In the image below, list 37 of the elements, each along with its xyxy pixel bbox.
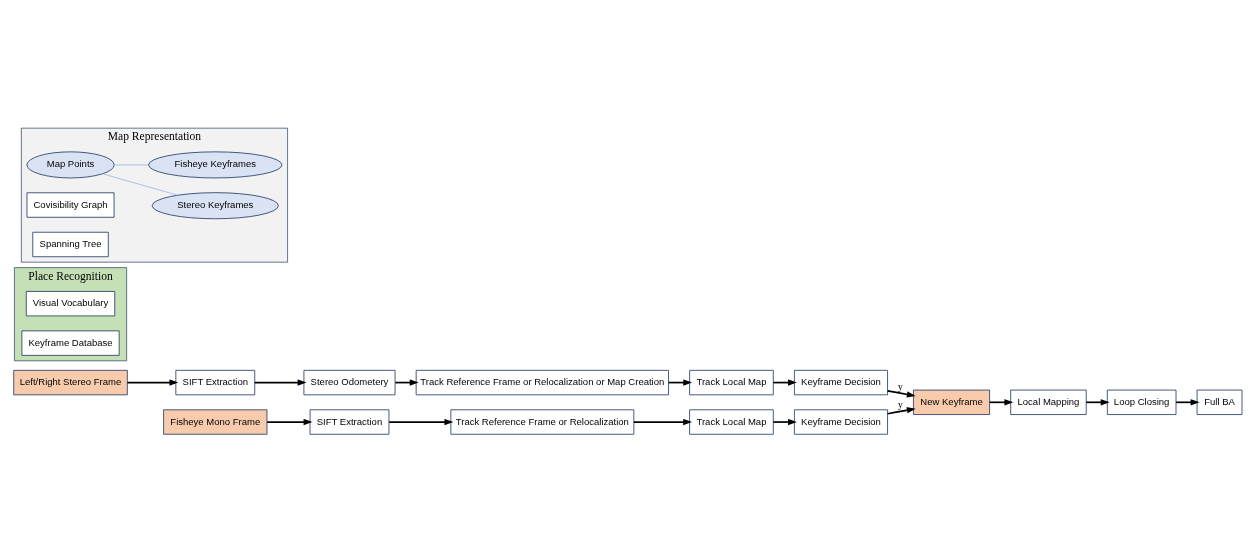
node-box: Keyframe Decision — [793, 369, 888, 396]
node-box: SIFT Extraction — [309, 409, 390, 435]
node-ellipse: Map Points — [26, 151, 115, 179]
connector — [102, 173, 179, 196]
edge-label: y — [898, 399, 903, 410]
node-box: Track Local Map — [689, 409, 774, 435]
arrow — [988, 399, 1014, 406]
node-box: Full BA — [1196, 389, 1243, 415]
node-box: Left/Right Stereo Frame — [13, 369, 128, 396]
arrow — [886, 390, 916, 398]
node-box: Fisheye Mono Frame — [163, 409, 268, 435]
node-box: SIFT Extraction — [175, 369, 256, 396]
node-ellipse: Stereo Keyframes — [151, 192, 279, 220]
node-box: Local Mapping — [1010, 389, 1087, 415]
node-box: Keyframe Decision — [793, 409, 888, 435]
connector — [114, 164, 149, 166]
node-box: Loop Closing — [1106, 389, 1177, 415]
arrow — [1175, 399, 1200, 406]
node-box: Visual Vocabulary — [25, 291, 116, 317]
node-box: Track Reference Frame or Relocalization — [450, 409, 635, 435]
node-ellipse: Fisheye Keyframes — [148, 151, 283, 179]
arrow — [633, 418, 692, 426]
node-box: Covisibility Graph — [26, 192, 115, 218]
node-box: New Keyframe — [913, 389, 990, 415]
node-box: Track Reference Frame or Relocalization or Map Creation — [415, 369, 669, 396]
node-box: Spanning Tree — [32, 231, 109, 258]
arrow — [772, 418, 797, 426]
arrow — [388, 418, 454, 426]
arrow — [1085, 399, 1110, 406]
arrow — [126, 379, 179, 386]
node-box: Keyframe Database — [21, 330, 120, 356]
node-box: Stereo Odometery — [303, 369, 396, 396]
arrow — [266, 418, 313, 426]
node-box: Track Local Map — [689, 369, 774, 396]
arrow — [886, 407, 916, 415]
edge-label: y — [898, 382, 903, 393]
arrow — [253, 379, 307, 386]
